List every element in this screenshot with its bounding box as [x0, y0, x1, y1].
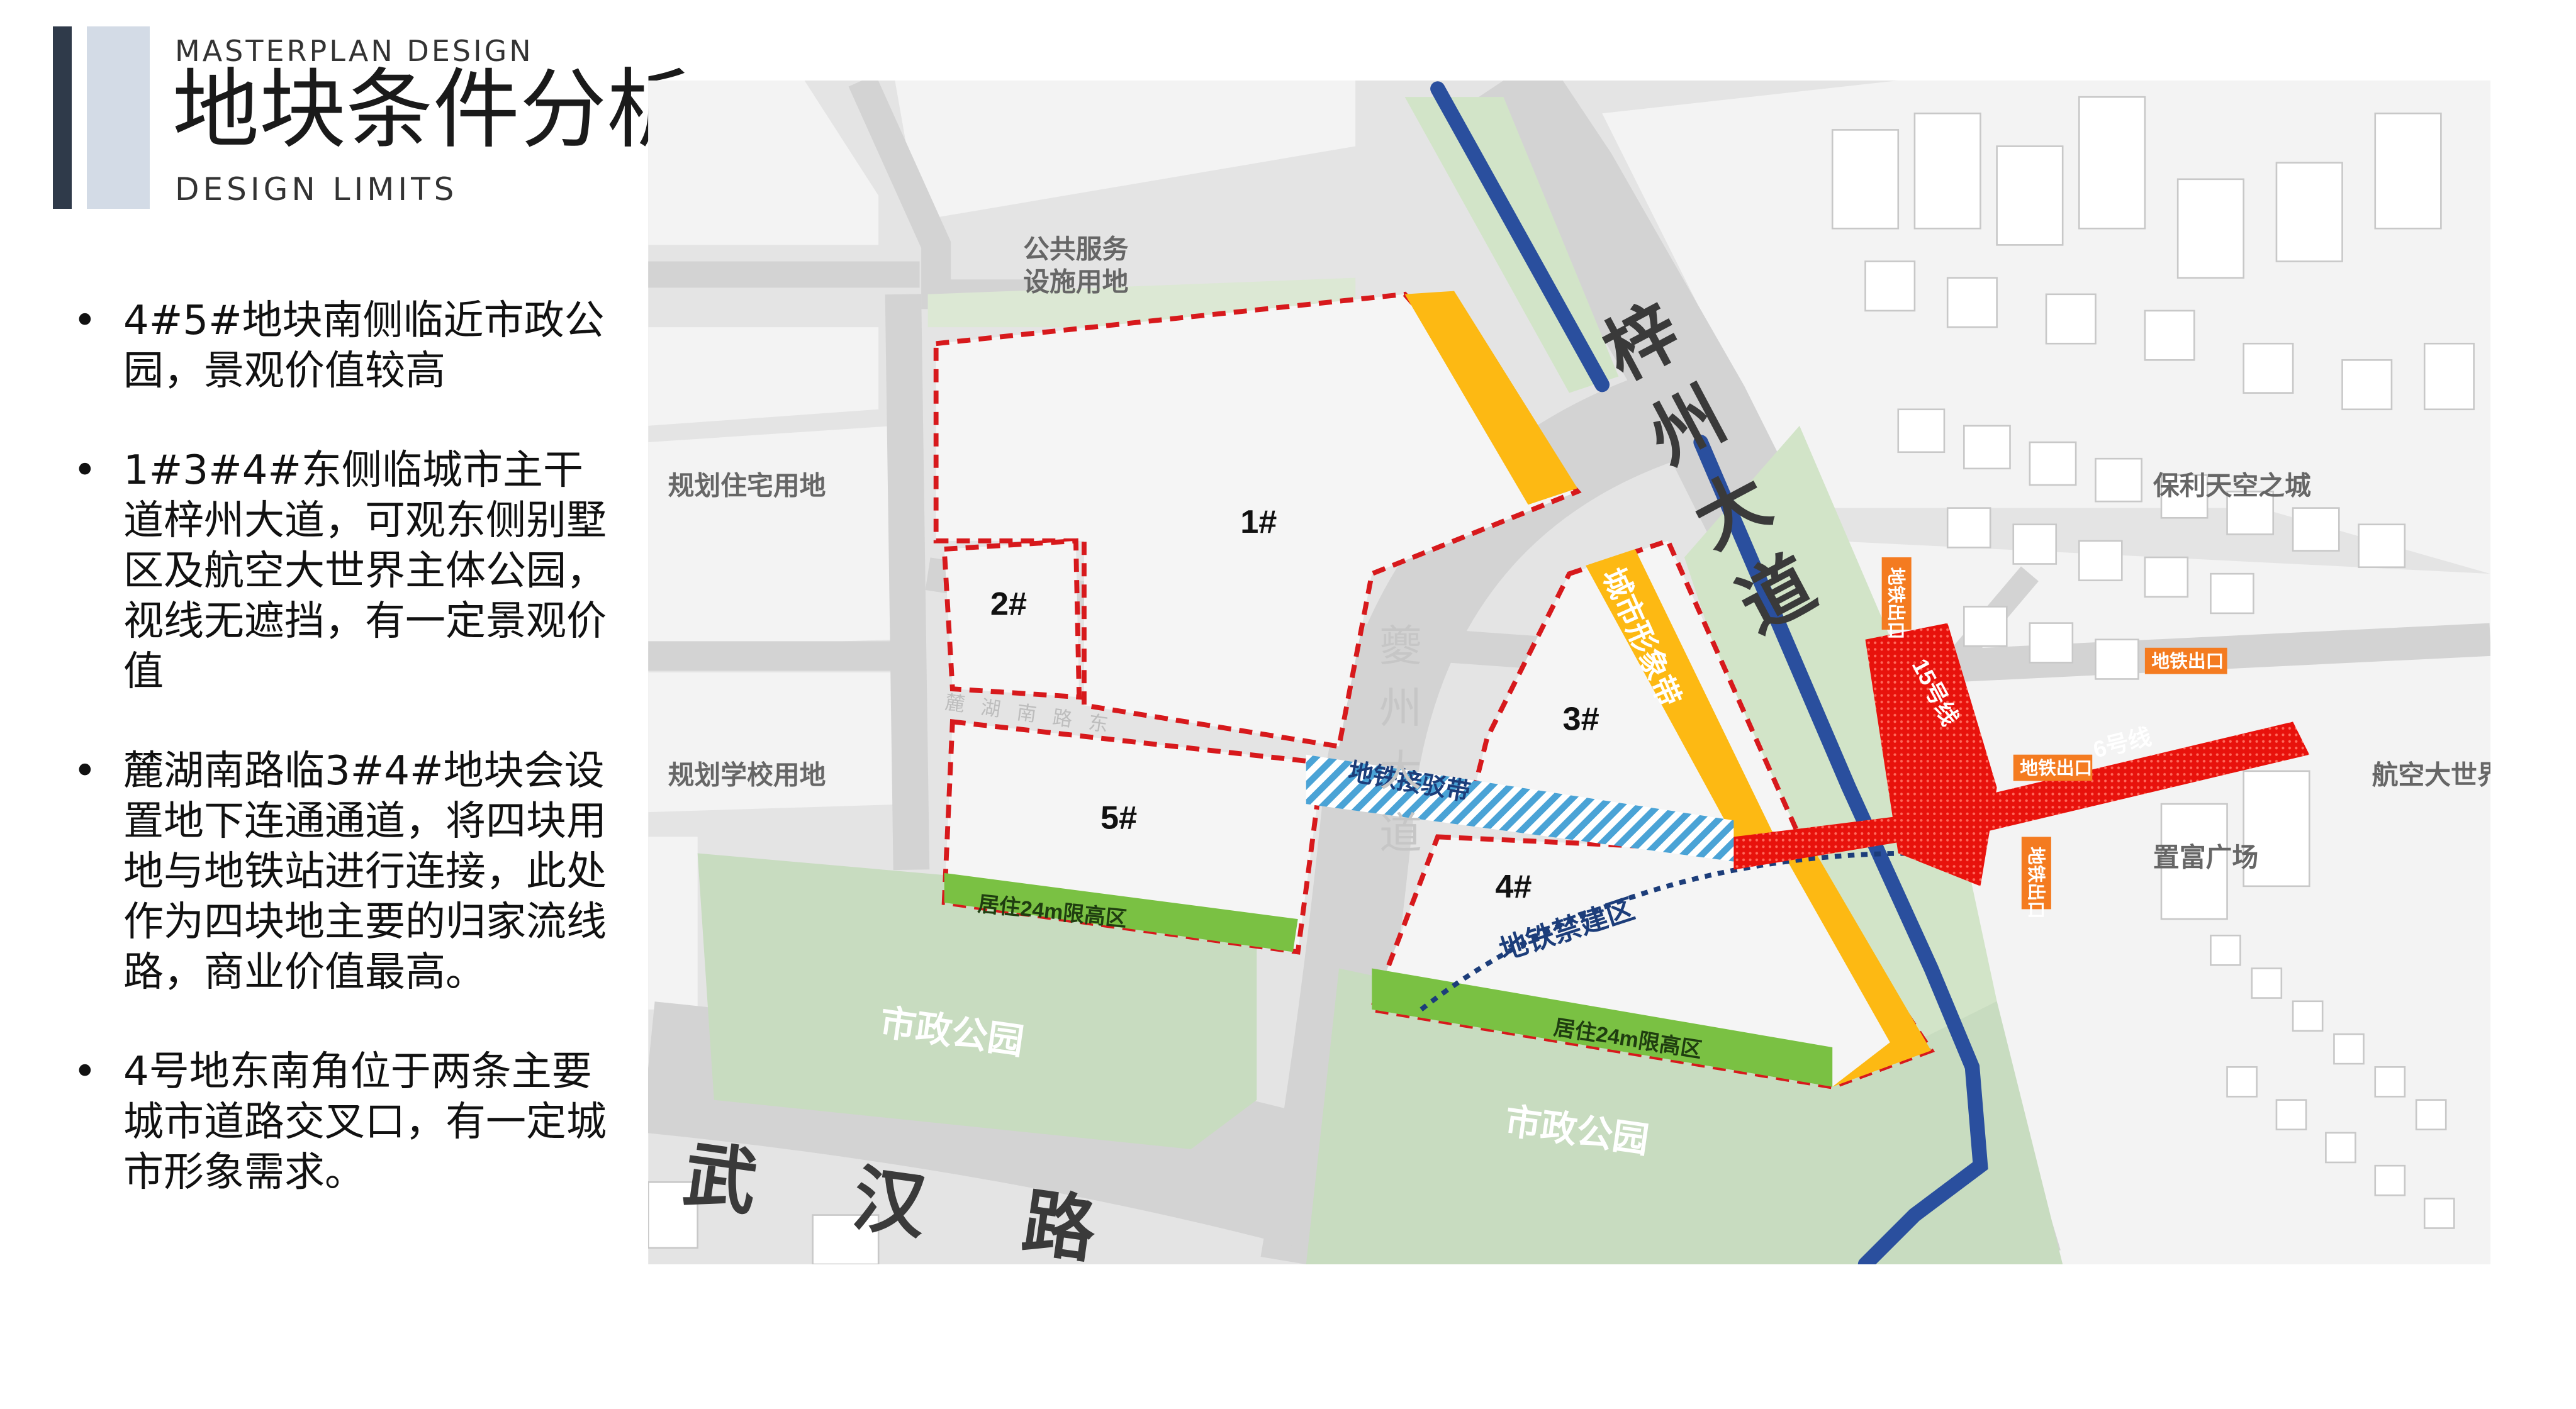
label-public-service-1: 公共服务 — [1023, 234, 1128, 264]
label-aviation-world: 航空大世界 — [2372, 760, 2490, 790]
title-accent-bar-light — [87, 26, 150, 209]
metro-line-6 — [1947, 721, 2310, 837]
park-west — [697, 853, 1257, 1150]
site-analysis-map: 公共服务 设施用地 规划住宅用地 规划学校用地 保利天空之城 航空大世界 置富广… — [648, 81, 2490, 1264]
bullet-dot-icon: • — [73, 748, 97, 794]
metro-exit-1 — [1881, 557, 1912, 630]
bullet-item: • 麓湖南路临3#4#地块会设置地下连通通道，将四块用地与地铁站进行连接，此处作为… — [69, 746, 610, 998]
label-poly-sky-city: 保利天空之城 — [2153, 471, 2311, 501]
metro-line-15-tunnel — [1733, 812, 1932, 870]
height-limit-strip-west — [944, 872, 1298, 952]
title-accent-bar-dark — [53, 26, 72, 209]
buildings — [648, 96, 2475, 1264]
metro-exit-3 — [2013, 754, 2093, 781]
label-school-planned: 规划学校用地 — [668, 760, 826, 790]
header-eyebrow: MASTERPLAN DESIGN — [175, 34, 534, 68]
plot-label-1: 1# — [1240, 504, 1277, 540]
plot-2 — [941, 538, 1082, 700]
plot-label-3: 3# — [1563, 701, 1599, 737]
height-limit-strip-east — [1372, 968, 1833, 1087]
river — [1430, 81, 1988, 1264]
label-zhifu-plaza: 置富广场 — [2153, 842, 2258, 872]
bullet-item: • 1#3#4#东侧临城市主干道梓州大道，可观东侧别墅区及航空大世界主体公园，视线… — [69, 445, 610, 697]
metro-restricted-boundary — [1420, 850, 1915, 1011]
bullet-item: • 4#5#地块南侧临近市政公园，景观价值较高 — [69, 296, 610, 396]
city-image-band-4 — [1783, 853, 1932, 1087]
bullet-dot-icon: • — [73, 1049, 97, 1095]
bullet-dot-icon: • — [73, 447, 97, 494]
city-image-band-3 — [1586, 549, 1775, 837]
page-title: 地块条件分析 — [172, 59, 694, 160]
bullet-text: 4#5#地块南侧临近市政公园，景观价值较高 — [123, 298, 605, 394]
label-metro-exit-4: 地铁出口 — [2025, 847, 2046, 919]
bullet-text: 4号地东南角位于两条主要城市道路交叉口，有一定城市形象需求。 — [123, 1049, 607, 1196]
label-kuizhou-avenue: 夔州大道 — [1373, 623, 1421, 873]
label-metro-exit-3: 地铁出口 — [2020, 759, 2092, 779]
page-subtitle: DESIGN LIMITS — [175, 171, 458, 208]
plot-label-2: 2# — [990, 586, 1027, 623]
analysis-bullet-list: • 4#5#地块南侧临近市政公园，景观价值较高 • 1#3#4#东侧临城市主干道梓州… — [69, 296, 610, 1247]
label-public-service-2: 设施用地 — [1023, 267, 1128, 297]
label-metro-exit-1: 地铁出口 — [1886, 567, 1906, 640]
metro-exit-4 — [2021, 837, 2051, 910]
city-image-band-north — [1404, 291, 1578, 505]
bullet-text: 麓湖南路临3#4#地块会设置地下连通通道，将四块用地与地铁站进行连接，此处作为四… — [123, 748, 607, 996]
plot-label-5: 5# — [1100, 799, 1137, 836]
metro-connector-band — [1306, 754, 1734, 862]
label-residential-planned: 规划住宅用地 — [668, 471, 826, 501]
plot-label-4: 4# — [1495, 869, 1532, 905]
metro-exit-2 — [2144, 647, 2227, 674]
bullet-text: 1#3#4#东侧临城市主干道梓州大道，可观东侧别墅区及航空大世界主体公园，视线无… — [123, 447, 607, 695]
bullet-item: • 4号地东南角位于两条主要城市道路交叉口，有一定城市形象需求。 — [69, 1047, 610, 1198]
label-metro-exit-2: 地铁出口 — [2151, 652, 2224, 672]
bullet-dot-icon: • — [73, 298, 97, 344]
